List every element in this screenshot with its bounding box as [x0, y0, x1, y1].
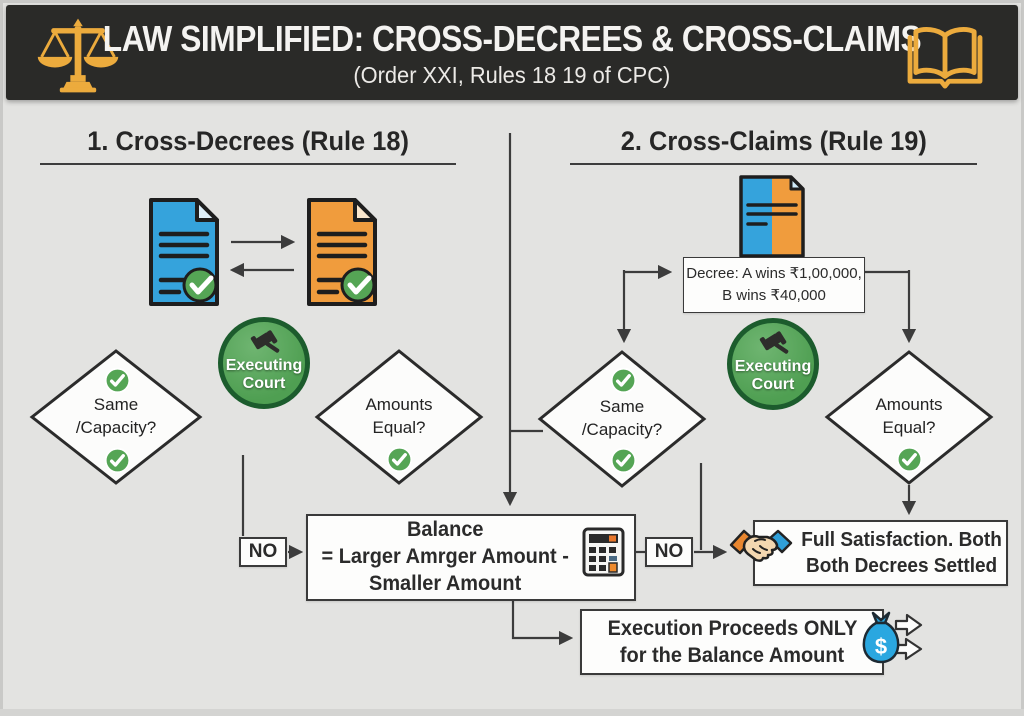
no-branch-label-right: NO	[645, 537, 693, 567]
full-satisfaction-box: Full Satisfaction. Both Both Decrees Set…	[753, 520, 1008, 586]
gavel-icon	[250, 330, 280, 353]
decree-line-2: B wins ₹40,000	[722, 287, 826, 304]
same-capacity-question: Same /Capacity?	[75, 395, 157, 437]
executing-court-label-2: Court	[751, 376, 795, 394]
executing-court-label-2: Court	[242, 375, 286, 393]
section-title-cross-claims: 2. Cross-Claims (Rule 19)	[620, 126, 927, 156]
same-capacity-question: Same /Capacity?	[581, 397, 663, 439]
section-title-cross-decrees: 1. Cross-Decrees (Rule 18)	[87, 126, 409, 156]
executing-court-label-1: Executing	[225, 357, 303, 374]
money-bag-icon: $	[860, 611, 902, 667]
split-blue-orange-document-icon	[737, 174, 807, 259]
full-satisfaction-line-2: Both Decrees Settled	[805, 555, 998, 577]
dollar-symbol: $	[875, 634, 887, 659]
balance-line-2: = Larger Amrger Amount -	[321, 545, 569, 569]
amounts-equal-question: Amounts Equal?	[875, 395, 943, 437]
open-book-icon	[904, 22, 986, 90]
executing-court-node-left: Executing Court	[218, 317, 310, 409]
executing-court-node-right: Executing Court	[727, 318, 819, 410]
execution-line-2: for the Balance Amount	[619, 644, 845, 667]
decree-amounts-box: Decree: A wins ₹1,00,000, B wins ₹40,000	[683, 257, 865, 313]
page-title: LAW SIMPLIFIED: CROSS-DECREES & CROSS-CL…	[102, 18, 922, 59]
full-satisfaction-line-1: Full Satisfaction. Both	[801, 529, 1002, 551]
green-check-icon	[104, 447, 131, 474]
section-underline-left	[40, 163, 456, 165]
green-check-icon	[104, 367, 131, 394]
no-branch-label-left: NO	[239, 537, 287, 567]
executing-court-label-1: Executing	[734, 358, 812, 375]
bottom-edge	[0, 709, 1024, 716]
calculator-icon	[582, 527, 625, 577]
header-banner: LAW SIMPLIFIED: CROSS-DECREES & CROSS-CL…	[6, 5, 1018, 100]
green-check-icon	[386, 446, 413, 473]
execution-proceeds-box: Execution Proceeds ONLY for the Balance …	[580, 609, 884, 675]
gavel-icon	[759, 331, 789, 354]
balance-line-3: Smaller Amount	[368, 571, 522, 595]
orange-decree-document-icon	[303, 196, 381, 308]
balance-line-1: Balance	[406, 518, 484, 542]
section-underline-right	[570, 163, 977, 165]
green-check-icon	[610, 367, 637, 394]
scales-of-justice-icon	[32, 17, 124, 93]
balance-formula-box: Balance = Larger Amrger Amount - Smaller…	[306, 514, 636, 601]
execution-line-1: Execution Proceeds ONLY	[607, 616, 857, 640]
page-subtitle: (Order XXI, Rules 18 19 of CPC)	[353, 62, 671, 88]
blue-decree-document-icon	[145, 196, 223, 308]
handshake-icon	[729, 527, 793, 567]
green-check-icon	[896, 446, 923, 473]
amounts-equal-question: Amounts Equal?	[365, 395, 433, 437]
green-check-icon	[610, 447, 637, 474]
decree-line-1: Decree: A wins ₹1,00,000,	[686, 265, 862, 283]
